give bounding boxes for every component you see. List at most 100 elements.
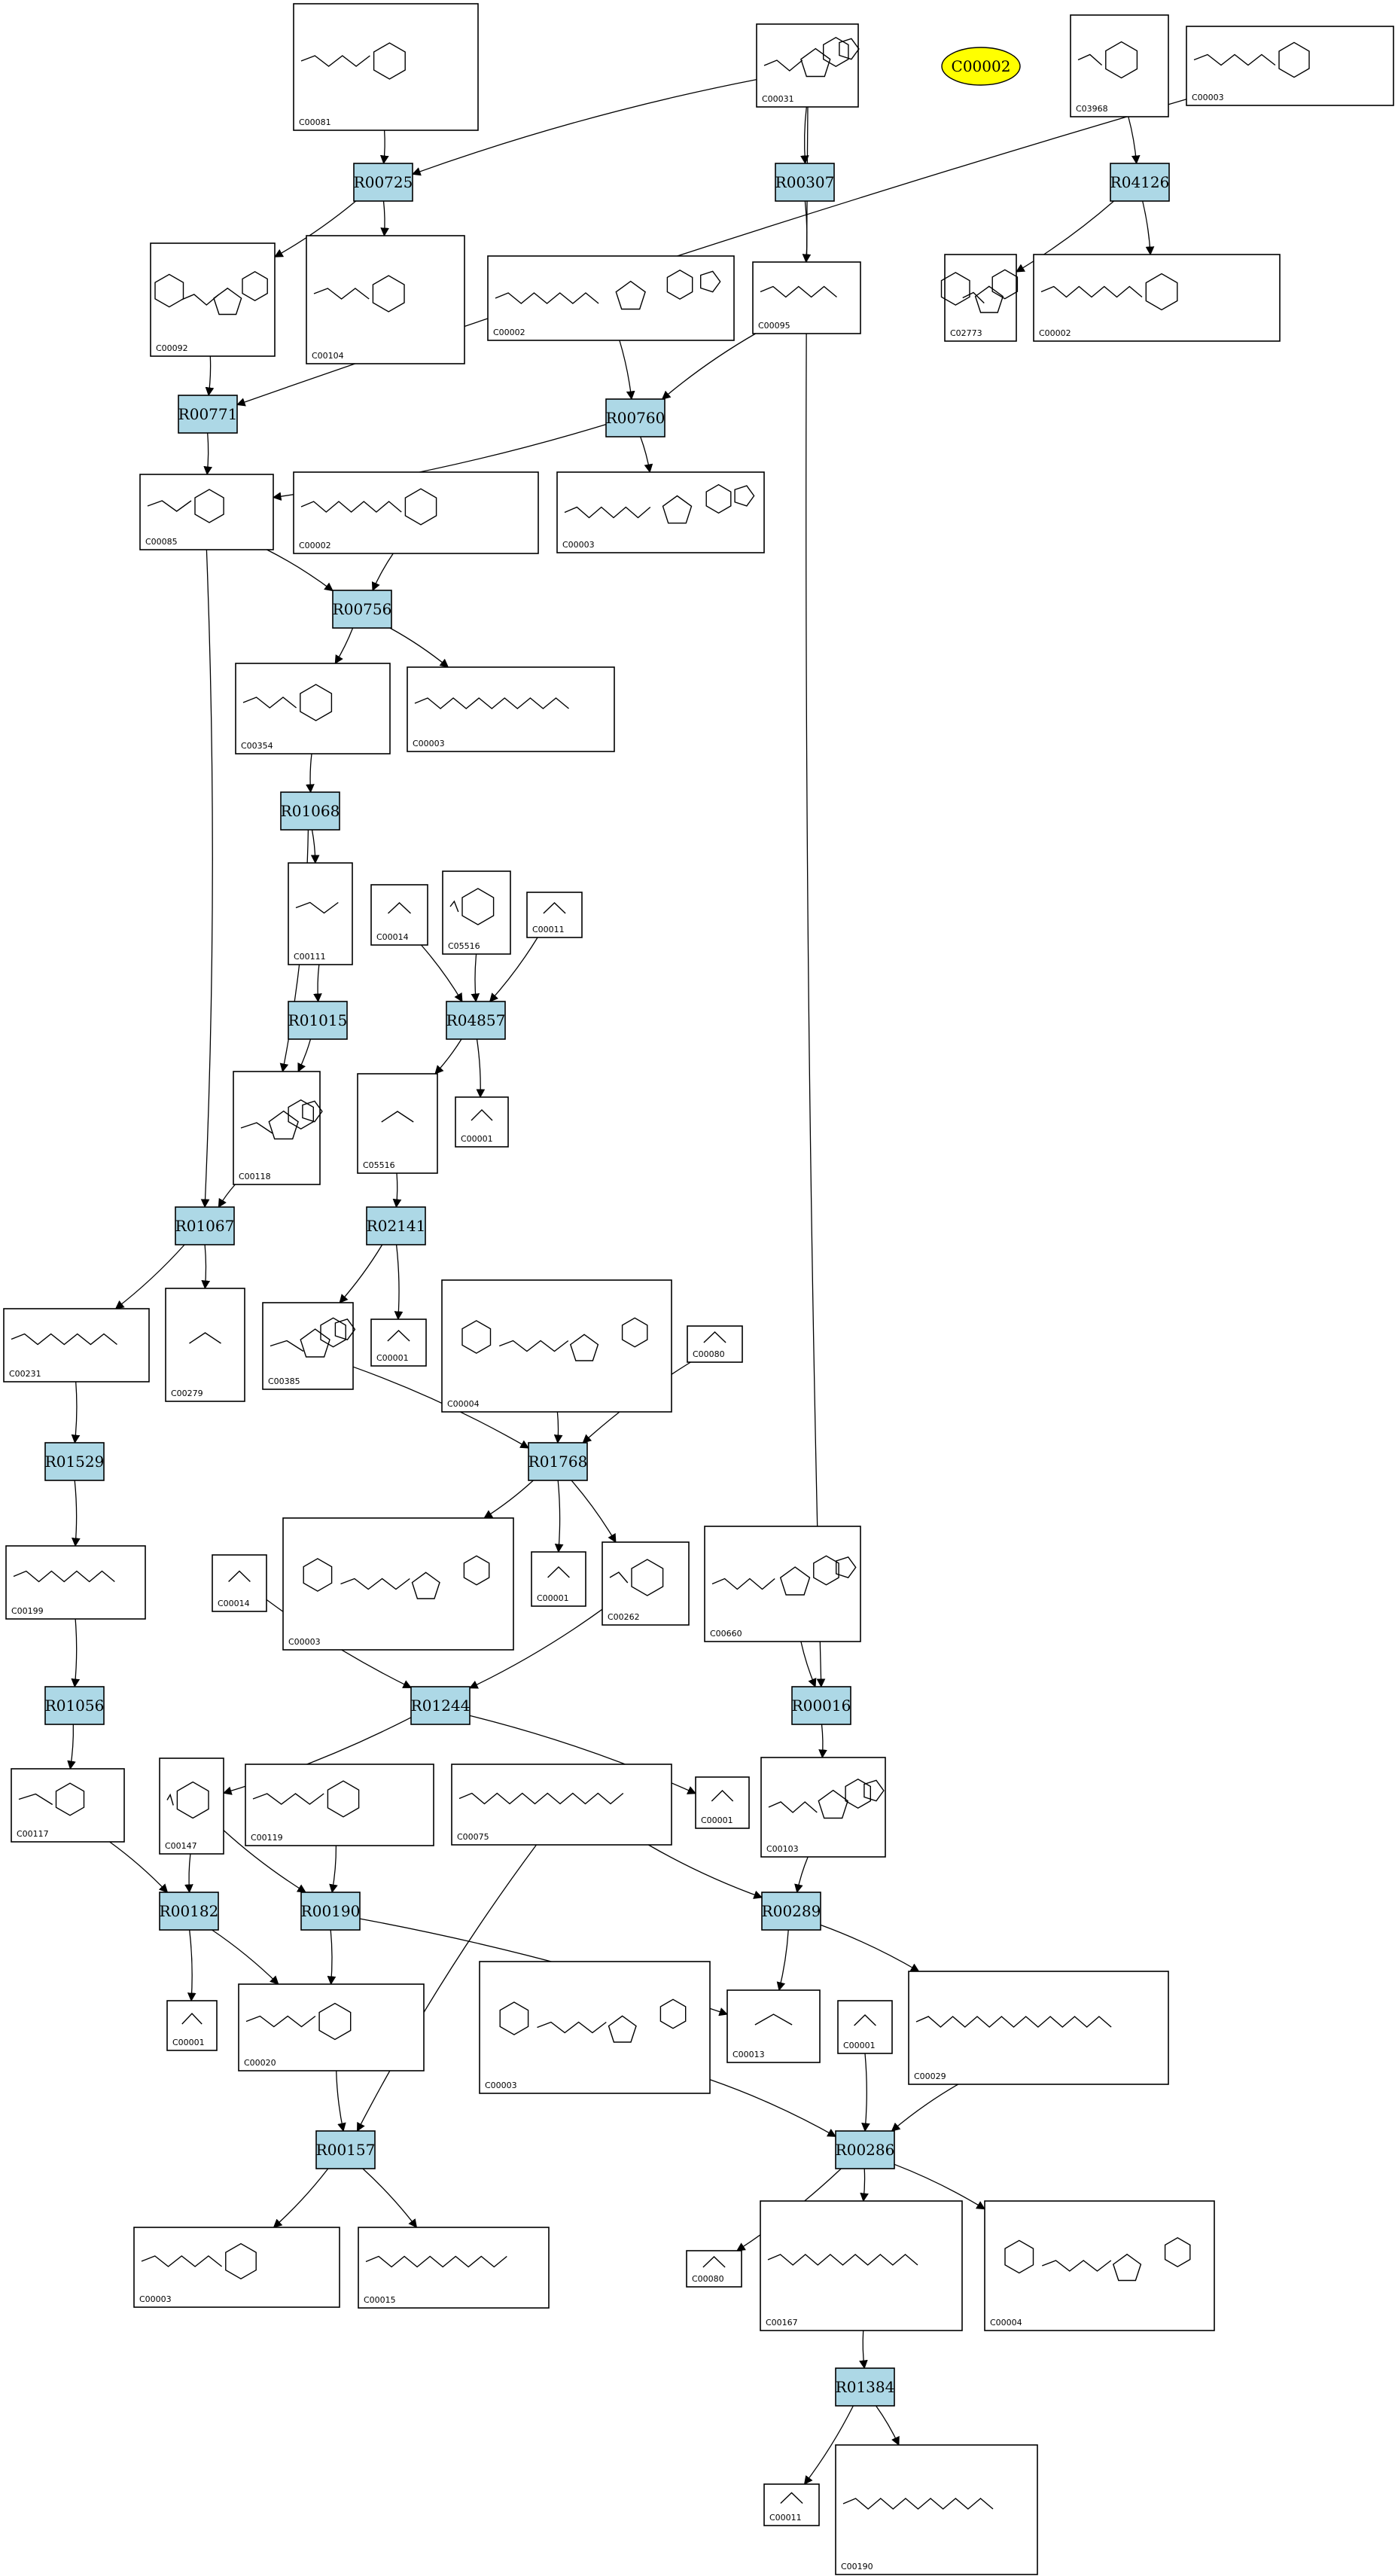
- ring-shape: [991, 269, 1019, 300]
- compound-id-label: C00354: [241, 741, 273, 751]
- compound-node[interactable]: C00075: [451, 1764, 672, 1846]
- compound-node[interactable]: C00001: [837, 2000, 893, 2054]
- compound-node[interactable]: C00095: [752, 261, 861, 334]
- structure-drawing: [499, 1998, 687, 2043]
- compound-node[interactable]: C03968: [1070, 14, 1169, 117]
- compound-node[interactable]: C00111: [288, 862, 353, 965]
- compound-node[interactable]: C00004: [984, 2200, 1215, 2331]
- reaction-node[interactable]: R01015: [288, 1001, 348, 1040]
- compound-node[interactable]: C00004: [441, 1279, 672, 1413]
- edge-arrow: [389, 627, 449, 668]
- compound-node[interactable]: C00147: [159, 1757, 224, 1855]
- edge-arrow: [205, 355, 215, 397]
- compound-node[interactable]: C05516: [357, 1073, 438, 1174]
- compound-node[interactable]: C00081: [293, 3, 479, 131]
- compound-node[interactable]: C00660: [704, 1526, 861, 1642]
- reaction-node[interactable]: R00771: [178, 395, 238, 434]
- reaction-node[interactable]: R00190: [300, 1892, 361, 1931]
- edge-arrow: [392, 1172, 402, 1209]
- reaction-node[interactable]: R00760: [605, 398, 665, 437]
- compound-node[interactable]: C00013: [726, 1989, 821, 2063]
- compound-node[interactable]: C02773: [940, 254, 1019, 342]
- compound-node[interactable]: C00003: [479, 1961, 711, 2094]
- compound-node[interactable]: C00354: [235, 663, 391, 755]
- ring-shape: [194, 489, 224, 523]
- compound-node[interactable]: C00020: [238, 1983, 425, 2071]
- edge-arrow: [379, 130, 389, 165]
- compound-node[interactable]: C00001: [695, 1776, 750, 1829]
- compound-node[interactable]: C00002: [487, 255, 735, 341]
- reaction-node[interactable]: R00182: [159, 1892, 219, 1931]
- edge-arrow: [776, 1929, 789, 1992]
- edge-arrow: [818, 1724, 827, 1759]
- reaction-node[interactable]: R01768: [528, 1442, 588, 1481]
- compound-node[interactable]: C00029: [908, 1971, 1169, 2085]
- reaction-node[interactable]: R01067: [175, 1206, 235, 1245]
- compound-node[interactable]: C00085: [139, 474, 274, 550]
- compound-node[interactable]: C00167: [760, 2200, 963, 2331]
- reaction-id-label: R00016: [792, 1697, 851, 1715]
- compound-id-label: C00103: [766, 1844, 799, 1854]
- compound-node[interactable]: C00231: [3, 1308, 150, 1383]
- compound-node[interactable]: C00014: [212, 1554, 267, 1612]
- reaction-node[interactable]: R01056: [44, 1686, 105, 1725]
- bond-chain: [414, 697, 569, 709]
- bond-chain: [703, 1331, 726, 1343]
- reaction-node[interactable]: R00307: [775, 163, 835, 202]
- compound-node[interactable]: C00279: [165, 1288, 245, 1402]
- compound-node[interactable]: C00001: [531, 1551, 586, 1607]
- compound-id-label: C00119: [251, 1833, 283, 1843]
- compound-node[interactable]: C00001: [370, 1318, 427, 1367]
- compound-id-label: C00003: [288, 1637, 321, 1647]
- compound-node[interactable]: C00199: [5, 1545, 146, 1620]
- reaction-node[interactable]: R01244: [410, 1686, 471, 1725]
- compound-node[interactable]: C00117: [11, 1768, 125, 1843]
- compound-node[interactable]: C00003: [556, 471, 765, 553]
- ring-shape: [303, 1558, 333, 1592]
- compound-node[interactable]: C00011: [763, 2483, 820, 2526]
- compound-node[interactable]: C00080: [686, 2250, 742, 2288]
- compound-node[interactable]: C00119: [245, 1764, 434, 1846]
- compound-node[interactable]: C00001: [166, 2000, 218, 2051]
- bond-chain: [18, 1793, 53, 1806]
- reaction-id-label: R01384: [836, 2378, 895, 2396]
- reaction-node[interactable]: R00725: [353, 163, 413, 202]
- compound-node[interactable]: C00118: [233, 1071, 323, 1185]
- compound-node[interactable]: C00104: [306, 235, 465, 364]
- reaction-node[interactable]: R01068: [280, 791, 340, 831]
- reaction-node[interactable]: R01384: [835, 2367, 895, 2407]
- compound-node[interactable]: C00031: [756, 23, 860, 108]
- compound-node[interactable]: C00014: [370, 884, 428, 946]
- reaction-id-label: R01244: [411, 1697, 471, 1715]
- reaction-node[interactable]: R04857: [446, 1001, 506, 1040]
- compound-node[interactable]: C00003: [1186, 26, 1394, 106]
- compound-node[interactable]: C00385: [262, 1302, 356, 1390]
- compound-node[interactable]: C00002: [293, 471, 539, 554]
- compound-node[interactable]: C00015: [358, 2227, 550, 2309]
- compound-node[interactable]: C00262: [602, 1541, 690, 1626]
- reaction-node[interactable]: R00016: [791, 1686, 851, 1725]
- highlight-node[interactable]: C00002: [941, 47, 1021, 86]
- reaction-node[interactable]: R02141: [366, 1206, 426, 1245]
- compound-node[interactable]: C00001: [455, 1096, 509, 1148]
- reaction-node[interactable]: R00756: [332, 590, 392, 629]
- reaction-node[interactable]: R00289: [761, 1892, 821, 1931]
- compound-node[interactable]: C00080: [687, 1325, 743, 1363]
- compound-node[interactable]: C00092: [150, 242, 276, 357]
- compound-node[interactable]: C00003: [282, 1517, 514, 1651]
- compound-node[interactable]: C00011: [526, 892, 583, 938]
- compound-node[interactable]: C05516: [442, 870, 511, 955]
- compound-node[interactable]: C00103: [760, 1757, 886, 1858]
- ring-shape: [615, 280, 646, 310]
- compound-node[interactable]: C00003: [133, 2227, 340, 2308]
- edge-arrow: [806, 106, 826, 1688]
- structure-drawing: [458, 1792, 624, 1805]
- compound-node[interactable]: C00003: [407, 666, 615, 752]
- reaction-node[interactable]: R00286: [835, 2130, 895, 2169]
- reaction-node[interactable]: R04126: [1110, 163, 1170, 202]
- reaction-node[interactable]: R01529: [44, 1442, 105, 1481]
- compound-node[interactable]: C00190: [835, 2444, 1038, 2575]
- compound-node[interactable]: C00002: [1033, 254, 1281, 342]
- reaction-node[interactable]: R00157: [315, 2130, 376, 2169]
